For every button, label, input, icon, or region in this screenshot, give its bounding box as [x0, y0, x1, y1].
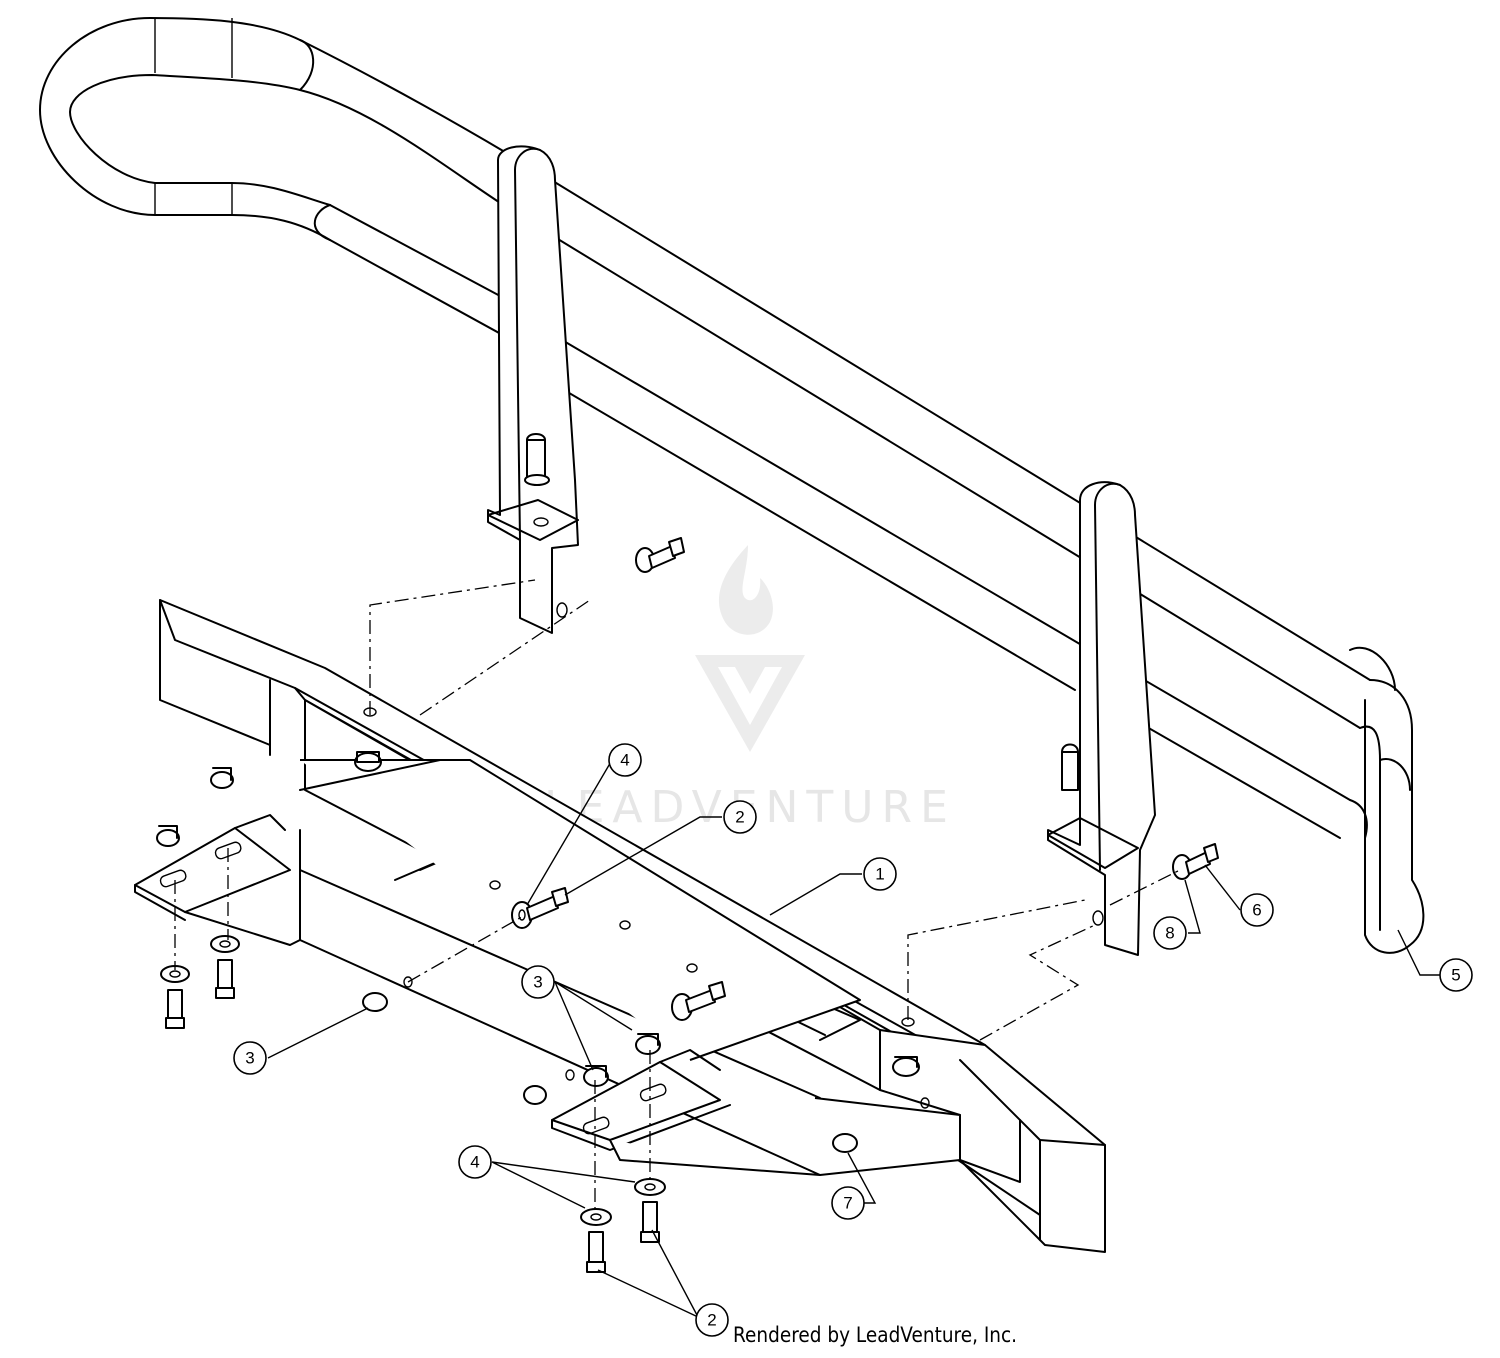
leadventure-watermark: LEADVENTURE [544, 545, 948, 833]
flange-nut-icon [583, 1065, 609, 1087]
svg-text:6: 6 [1252, 901, 1261, 920]
svg-text:2: 2 [707, 1311, 716, 1330]
front-frame-weldment [134, 599, 1106, 1253]
svg-text:1: 1 [875, 865, 884, 884]
callout-2-upper: 2 [723, 800, 757, 834]
callout-4-lower: 4 [458, 1145, 492, 1179]
flange-nut-icon [635, 1033, 661, 1055]
svg-text:5: 5 [1451, 966, 1460, 985]
watermark-flame-icon [718, 545, 773, 635]
flange-nut-icon [362, 992, 388, 1012]
svg-text:2: 2 [735, 808, 744, 827]
callouts: 1 2 2 3 3 4 4 5 6 7 8 [233, 743, 1473, 1337]
flange-nut-icon [156, 825, 180, 847]
left-upright-bracket [487, 145, 579, 634]
svg-text:4: 4 [470, 1153, 479, 1172]
callout-3-left: 3 [233, 1041, 267, 1075]
svg-text:8: 8 [1165, 924, 1174, 943]
callout-1: 1 [863, 857, 897, 891]
svg-text:4: 4 [620, 751, 629, 770]
assembly-centerlines [174, 579, 1181, 1210]
callout-7: 7 [831, 1186, 865, 1220]
watermark-v-icon [695, 655, 805, 752]
svg-text:3: 3 [533, 973, 542, 992]
hardware [156, 537, 1219, 1273]
right-upright-bracket [1047, 481, 1156, 956]
callout-3-center: 3 [521, 965, 555, 999]
callout-4-upper: 4 [608, 743, 642, 777]
rendered-by-credit: Rendered by LeadVenture, Inc. [733, 1323, 1018, 1347]
flange-nut-icon [832, 1133, 858, 1153]
flange-nut-icon [210, 767, 234, 789]
callout-5: 5 [1439, 958, 1473, 992]
grab-bar-tube [39, 17, 1425, 954]
callout-6: 6 [1240, 893, 1274, 927]
callout-8: 8 [1153, 916, 1187, 950]
flange-nut-icon [354, 751, 382, 772]
flange-nut-icon [523, 1085, 547, 1105]
flange-nut-icon [892, 1056, 920, 1077]
svg-text:7: 7 [843, 1194, 852, 1213]
callout-2-lower: 2 [695, 1303, 729, 1337]
svg-text:3: 3 [245, 1049, 254, 1068]
